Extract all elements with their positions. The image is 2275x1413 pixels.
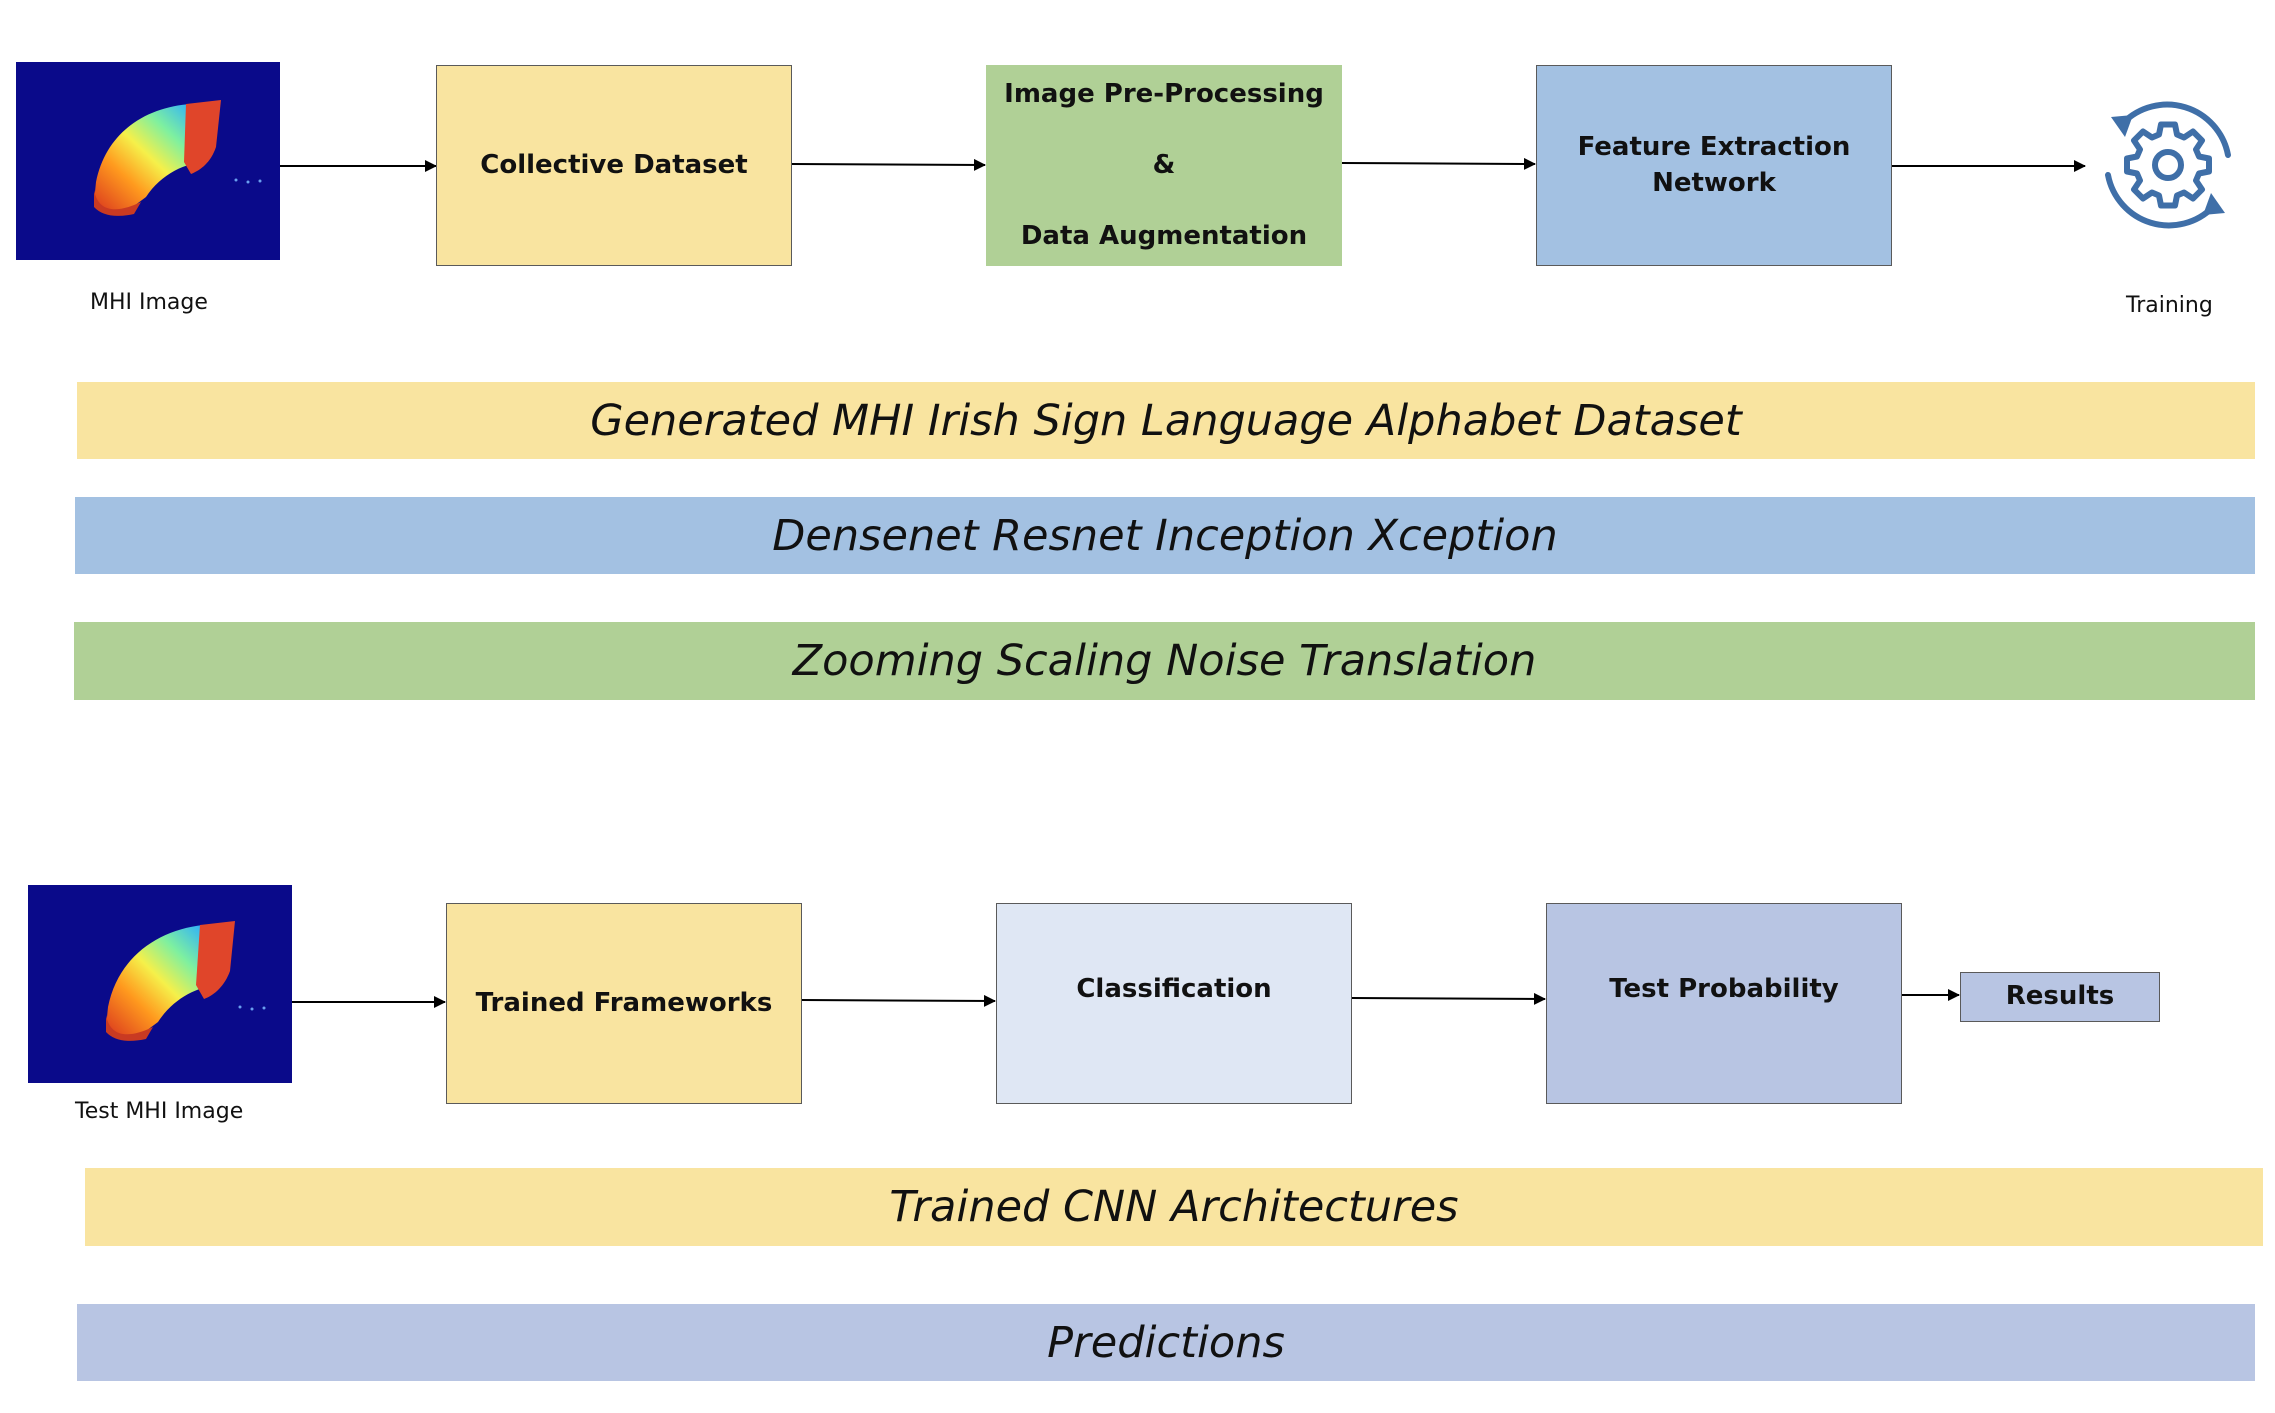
- predictions-banner: Predictions: [77, 1304, 2255, 1381]
- classification-box: Classification: [996, 903, 1352, 1104]
- preprocessing-label-line2: &: [1152, 149, 1176, 180]
- architectures-banner: Trained CNN Architectures: [85, 1168, 2263, 1246]
- feature-extraction-label-line1: Feature Extraction: [1577, 132, 1851, 163]
- collective-dataset-label: Collective Dataset: [480, 149, 748, 180]
- feature-extraction-box: Feature Extraction Network: [1536, 65, 1892, 266]
- arrow-dataset-to-preprocessing: [791, 158, 986, 171]
- preprocessing-box: Image Pre-Processing & Data Augmentation: [986, 65, 1342, 266]
- networks-banner: Densenet Resnet Inception Xception: [75, 497, 2255, 574]
- collective-dataset-box: Collective Dataset: [436, 65, 792, 266]
- results-label: Results: [2005, 981, 2115, 1012]
- classification-label: Classification: [1076, 974, 1272, 1004]
- training-caption: Training: [2126, 293, 2213, 318]
- mhi-image-caption: MHI Image: [90, 290, 208, 315]
- trained-frameworks-box: Trained Frameworks: [446, 903, 802, 1104]
- feature-extraction-label-line2: Network: [1652, 167, 1776, 198]
- dataset-banner: Generated MHI Irish Sign Language Alphab…: [77, 382, 2255, 459]
- arrow-preprocessing-to-feature: [1341, 157, 1536, 170]
- mhi-image: [16, 62, 280, 260]
- results-box: Results: [1960, 972, 2160, 1022]
- arrow-frameworks-to-classification: [801, 994, 996, 1007]
- test-mhi-image-caption: Test MHI Image: [75, 1099, 244, 1124]
- test-probability-box: Test Probability: [1546, 903, 1902, 1104]
- test-probability-label: Test Probability: [1609, 974, 1839, 1004]
- trained-frameworks-label: Trained Frameworks: [475, 987, 773, 1018]
- arrow-classification-to-probability: [1351, 992, 1546, 1005]
- augmentations-banner: Zooming Scaling Noise Translation: [74, 622, 2255, 700]
- test-mhi-image: [28, 885, 292, 1083]
- gear-cycle-icon: [2088, 85, 2248, 245]
- preprocessing-label-line3: Data Augmentation: [1020, 220, 1308, 251]
- preprocessing-label-line1: Image Pre-Processing: [1004, 79, 1324, 109]
